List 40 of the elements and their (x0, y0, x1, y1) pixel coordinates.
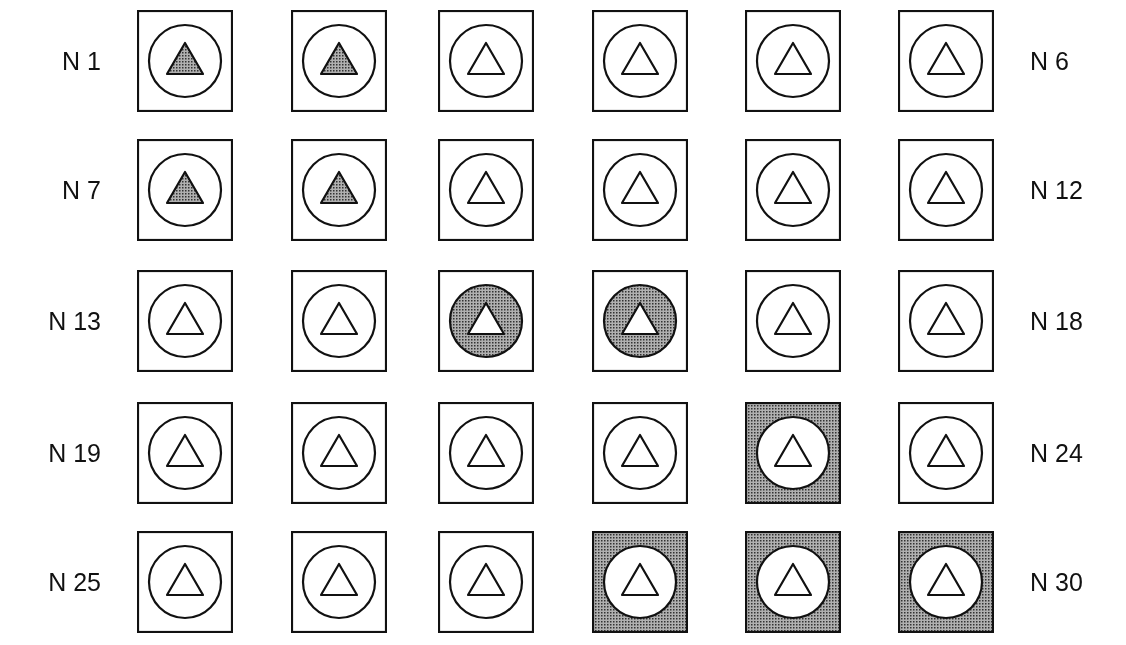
row-label: N 1 (62, 46, 101, 76)
circle-triangle-tile (137, 270, 233, 372)
circle-triangle-tile (745, 139, 841, 241)
circle-triangle-tile (745, 10, 841, 112)
circle-triangle-tile (438, 139, 534, 241)
circle-triangle-tile (898, 531, 994, 633)
circle-triangle-tile (438, 10, 534, 112)
circle-triangle-tile (438, 531, 534, 633)
circle-triangle-tile (898, 402, 994, 504)
circle-triangle-tile (745, 531, 841, 633)
circle-triangle-tile (592, 402, 688, 504)
circle-triangle-tile (291, 402, 387, 504)
circle-triangle-tile (291, 270, 387, 372)
circle-triangle-tile (438, 270, 534, 372)
circle-triangle-tile (592, 139, 688, 241)
circle-triangle-tile (898, 270, 994, 372)
row-label: N 19 (48, 438, 101, 468)
circle-triangle-tile (291, 531, 387, 633)
circle-triangle-tile (898, 10, 994, 112)
circle-triangle-tile (137, 10, 233, 112)
circle-triangle-tile (291, 139, 387, 241)
row-label: N 12 (1030, 175, 1083, 205)
circle-triangle-tile (745, 402, 841, 504)
row-label: N 24 (1030, 438, 1083, 468)
row-label: N 7 (62, 175, 101, 205)
circle-triangle-tile (898, 139, 994, 241)
circle-triangle-tile (438, 402, 534, 504)
row-label: N 18 (1030, 306, 1083, 336)
row-label: N 13 (48, 306, 101, 336)
circle-triangle-tile (137, 531, 233, 633)
row-label: N 30 (1030, 567, 1083, 597)
circle-triangle-tile (592, 270, 688, 372)
circle-triangle-tile (592, 10, 688, 112)
row-label: N 25 (48, 567, 101, 597)
circle-triangle-tile (745, 270, 841, 372)
circle-triangle-tile (137, 139, 233, 241)
circle-triangle-tile (137, 402, 233, 504)
circle-triangle-tile (592, 531, 688, 633)
row-label: N 6 (1030, 46, 1069, 76)
circle-triangle-tile (291, 10, 387, 112)
